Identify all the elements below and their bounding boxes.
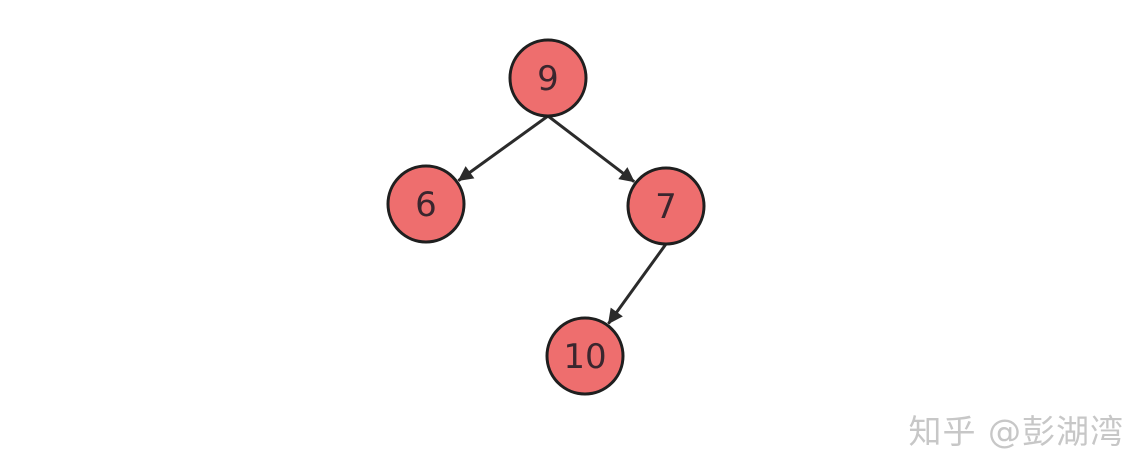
nodes-layer: 9 6 7 10 <box>386 38 706 396</box>
tree-node-label: 7 <box>655 187 677 227</box>
tree-edge-n9-n6 <box>457 114 549 182</box>
tree-node-7: 7 <box>626 166 706 246</box>
tree-node-circle <box>508 38 588 118</box>
tree-node-6: 6 <box>386 164 466 244</box>
tree-node-10: 10 <box>545 316 625 396</box>
tree-edge-n7-n10 <box>607 243 668 325</box>
tree-node-circle <box>386 164 466 244</box>
tree-node-9: 9 <box>508 38 588 118</box>
watermark: 知乎 @彭湖湾 <box>908 412 1124 451</box>
tree-node-circle <box>545 316 625 396</box>
tree-edge-n9-n7 <box>547 114 636 183</box>
tree-node-label: 9 <box>537 59 559 99</box>
tree-node-label: 10 <box>563 337 606 377</box>
tree-node-label: 6 <box>415 185 437 225</box>
tree-node-circle <box>626 166 706 246</box>
edges-layer <box>457 114 668 325</box>
